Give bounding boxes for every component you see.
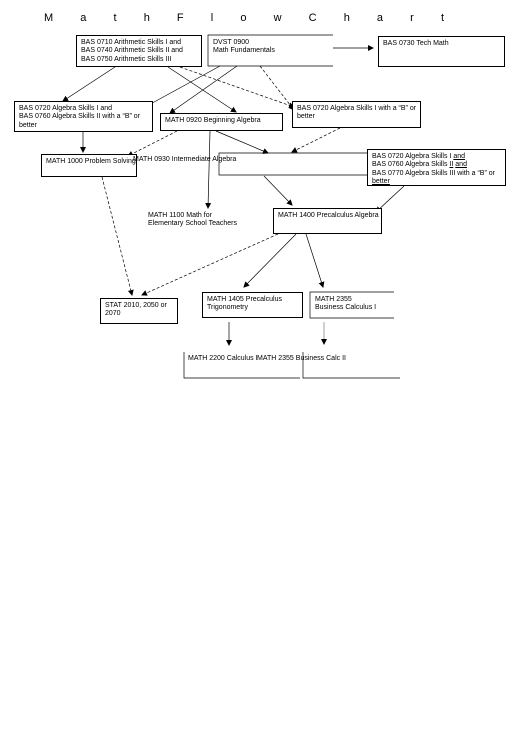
math1400-box: MATH 1400 Precalculus Algebra [273, 208, 382, 234]
title-letter: a [376, 12, 384, 24]
box-line: MATH 2200 Calculus I [188, 355, 258, 362]
box-line: MATH 1100 Math for [148, 212, 212, 219]
title-letter: t [440, 12, 444, 24]
arrow-math1400-to-stat [141, 233, 279, 296]
box-line: MATH 1405 Precalculus [207, 296, 282, 303]
dvst-box-border [207, 34, 333, 67]
box-line: BAS 0750 Arithmetic Skills III [81, 55, 172, 63]
box-line: MATH 0920 Beginning Algebra [165, 117, 261, 124]
arrow-bas0720-right-to-math0930 [291, 127, 341, 153]
box-line: MATH 1400 Precalculus Algebra [278, 212, 379, 219]
math2355b-box: MATH 2355 Business Calc II [254, 353, 354, 367]
math2355-box-border [309, 291, 394, 319]
arrow-arith-to-bas-alg-left [62, 66, 116, 102]
stat-box: STAT 2010, 2050 or 2070 [100, 298, 178, 324]
box-line: DVST 0900 [213, 39, 250, 46]
arrow-math1400-to-math2355 [305, 233, 325, 288]
box-line: BAS 0720 Algebra Skills I with a “B” or [297, 105, 417, 112]
box-line: Trigonometry [207, 304, 248, 312]
title-letter: o [240, 12, 247, 24]
arrow-arith-to-math0920 [167, 66, 237, 113]
box-line: Business Calculus I [315, 304, 377, 312]
bas0720-right-box: BAS 0720 Algebra Skills I with a “B” or … [292, 101, 421, 128]
box-line: BAS 0730 Tech Math [383, 40, 449, 47]
box-text: BAS 0720 Algebra Skills I [372, 153, 454, 160]
math0920-box: MATH 0920 Beginning Algebra [160, 113, 283, 131]
arrow-math1000-to-stat [101, 176, 134, 296]
box-line: 2070 [105, 310, 121, 318]
math2200-box: MATH 2200 Calculus I [185, 353, 299, 367]
title-letter: l [210, 12, 214, 24]
box-line: STAT 2010, 2050 or [105, 302, 167, 309]
bas-algebra-left-box: BAS 0720 Algebra Skills I and BAS 0760 A… [14, 101, 153, 132]
arrow-math0920-to-math1000 [127, 130, 178, 157]
math1000-box: MATH 1000 Problem Solving [41, 154, 137, 177]
title-letter: a [80, 12, 87, 24]
arrow-math0930-to-math1400 [263, 175, 293, 206]
box-line: BAS 0760 Algebra Skills II and [372, 161, 501, 169]
box-line: BAS 0720 Algebra Skills I and [372, 153, 501, 161]
box-line: better [297, 113, 315, 121]
arrow-dvst-to-bas0720-right [259, 65, 295, 111]
bas0730-box: BAS 0730 Tech Math [378, 36, 505, 67]
title-letter: h [143, 12, 150, 24]
box-line: BAS 0770 Algebra Skills III with a “B” o… [372, 169, 495, 177]
box-line: BAS 0740 Arithmetic Skills II and [81, 47, 183, 55]
box-line: Elementary School Teachers [148, 220, 237, 228]
arrow-arith-to-bas0720-right [179, 66, 295, 109]
box-text-underlined: II [449, 161, 454, 169]
math1405-box: MATH 1405 Precalculus Trigonometry [202, 292, 303, 318]
arrow-dvst-to-math0920 [169, 65, 238, 114]
box-line: MATH 2355 Business Calc II [257, 355, 346, 362]
box-text-underlined: and [453, 153, 466, 160]
math0930-box: MATH 0930 Intermediate Algebra [131, 154, 241, 168]
box-line: MATH 1000 Problem Solving [46, 158, 136, 165]
title-letter: M [44, 12, 54, 24]
bas-algebra-right-box: BAS 0720 Algebra Skills I and BAS 0760 A… [367, 149, 506, 186]
bas-arithmetic-box: BAS 0710 Arithmetic Skills I and BAS 074… [76, 35, 202, 67]
math1100-box: MATH 1100 Math for Elementary School Tea… [145, 210, 245, 234]
math2355b-box-border [302, 352, 400, 379]
arrow-math0920-to-math1100 [205, 130, 212, 209]
box-line: BAS 0760 Algebra Skills II with a “B” or [19, 113, 140, 121]
box-line: MATH 2355 [315, 296, 352, 303]
math2200-box-border [183, 352, 300, 379]
box-text-underlined: and [455, 161, 467, 169]
dvst-box: DVST 0900 Math Fundamentals [209, 36, 331, 64]
arrow-bas-alg-right-to-math1400 [375, 185, 405, 213]
box-line: better [19, 121, 37, 129]
title-letter: t [113, 12, 117, 24]
arrow-math1400-to-math1405 [243, 233, 297, 288]
box-line: Math Fundamentals [213, 47, 275, 55]
title-letter: h [343, 12, 350, 24]
math2355-box: MATH 2355 Business Calculus I [311, 293, 393, 317]
box-line: MATH 0930 Intermediate Algebra [133, 156, 237, 163]
math0930-box-border [218, 152, 381, 176]
title-letter: C [308, 12, 317, 24]
box-text: BAS 0760 Algebra Skills [372, 161, 450, 169]
box-line: BAS 0710 Arithmetic Skills I and [81, 39, 181, 46]
title-letter: w [273, 12, 282, 24]
title-letter: r [410, 12, 414, 24]
box-line: BAS 0720 Algebra Skills I and [19, 105, 113, 112]
title-letter: F [176, 12, 184, 24]
box-line: better [372, 178, 390, 186]
arrow-math0920-to-math0930 [215, 130, 269, 154]
